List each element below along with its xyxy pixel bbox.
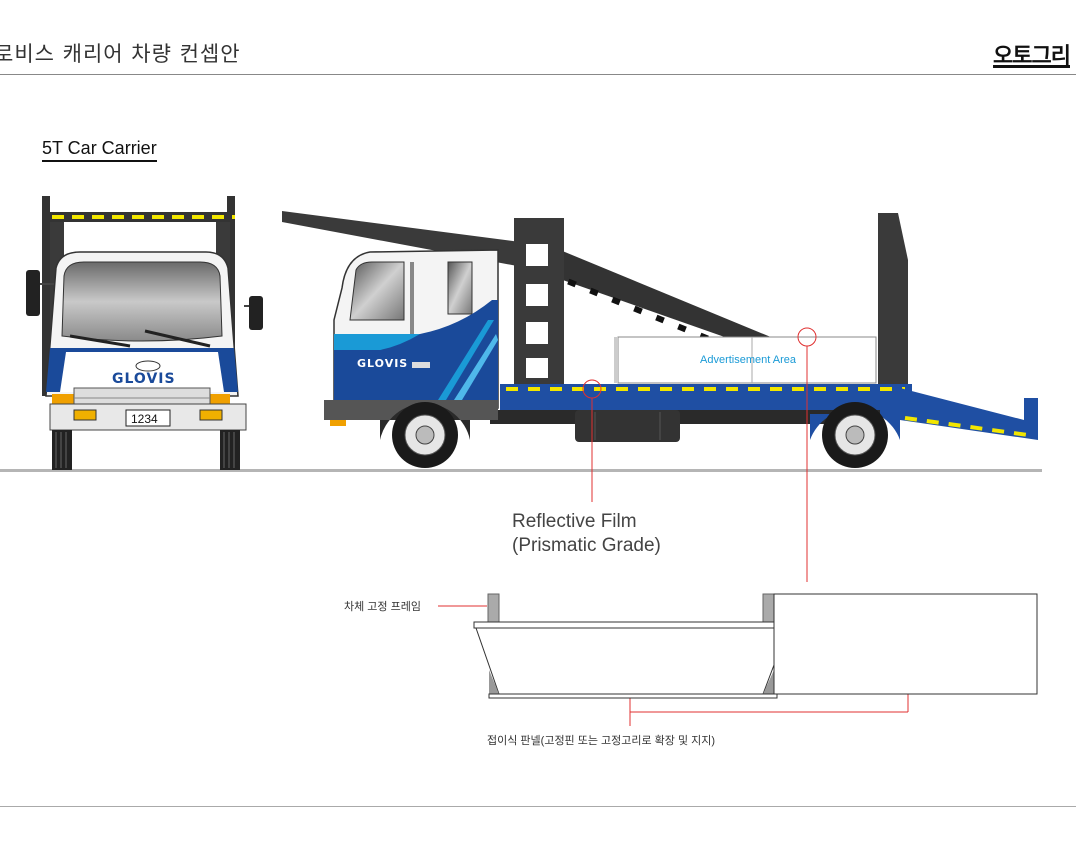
front-windshield (61, 261, 223, 342)
front-emblem (135, 360, 161, 372)
folding-panel-diagram (473, 593, 1038, 699)
frame-post-left (487, 593, 500, 623)
footer-divider (0, 806, 1076, 807)
reflective-film-label: Reflective Film (Prismatic Grade) (512, 510, 661, 558)
panel-top-rail (473, 621, 791, 629)
front-wiper-left (69, 334, 131, 348)
advertisement-area-label: Advertisement Area (700, 354, 796, 366)
frame-post-right (762, 593, 775, 623)
truck-front-view (26, 196, 263, 470)
front-brand-logo: GLOVIS (112, 371, 176, 387)
advertisement-panel (617, 336, 877, 384)
rear-ramp (900, 388, 1038, 440)
front-plate-frame (125, 409, 171, 427)
base-plate (488, 693, 778, 699)
front-rack-post-right (227, 196, 235, 396)
front-mirror-right (249, 296, 263, 330)
reflective-film-line2: (Prismatic Grade) (512, 535, 661, 556)
front-rack-post-left (42, 196, 50, 396)
license-plate: 1234 (131, 412, 158, 426)
reflective-film-line1: Reflective Film (512, 511, 637, 532)
truck-side-view (282, 211, 1038, 468)
side-window (349, 261, 405, 321)
fixed-frame-label: 차체 고정 프레임 (344, 601, 421, 613)
page-title: 로비스 캐리어 차량 컨셉안 (0, 42, 241, 66)
header-divider (0, 74, 1076, 75)
folded-panel (475, 627, 789, 695)
rear-post (878, 213, 908, 390)
expanded-panel (773, 593, 1038, 695)
fuel-tank (575, 410, 680, 442)
folding-panel-label: 접이식 판넬(고정핀 또는 고정고리로 확장 및 지지) (487, 735, 716, 747)
ground-line (0, 469, 1042, 472)
brand-logo-text: 오토그리 (993, 44, 1071, 69)
side-window-rear (447, 261, 473, 315)
front-wheel (392, 402, 458, 468)
front-wiper-right (144, 329, 211, 348)
section-title: 5T Car Carrier (42, 138, 157, 162)
side-brand-logo: GLOVIS (357, 357, 409, 370)
rear-wheel (822, 402, 888, 468)
brand-logo: 오토그리 (993, 38, 1071, 70)
diagonal-rail (540, 248, 790, 360)
front-mirror-left (26, 270, 40, 316)
